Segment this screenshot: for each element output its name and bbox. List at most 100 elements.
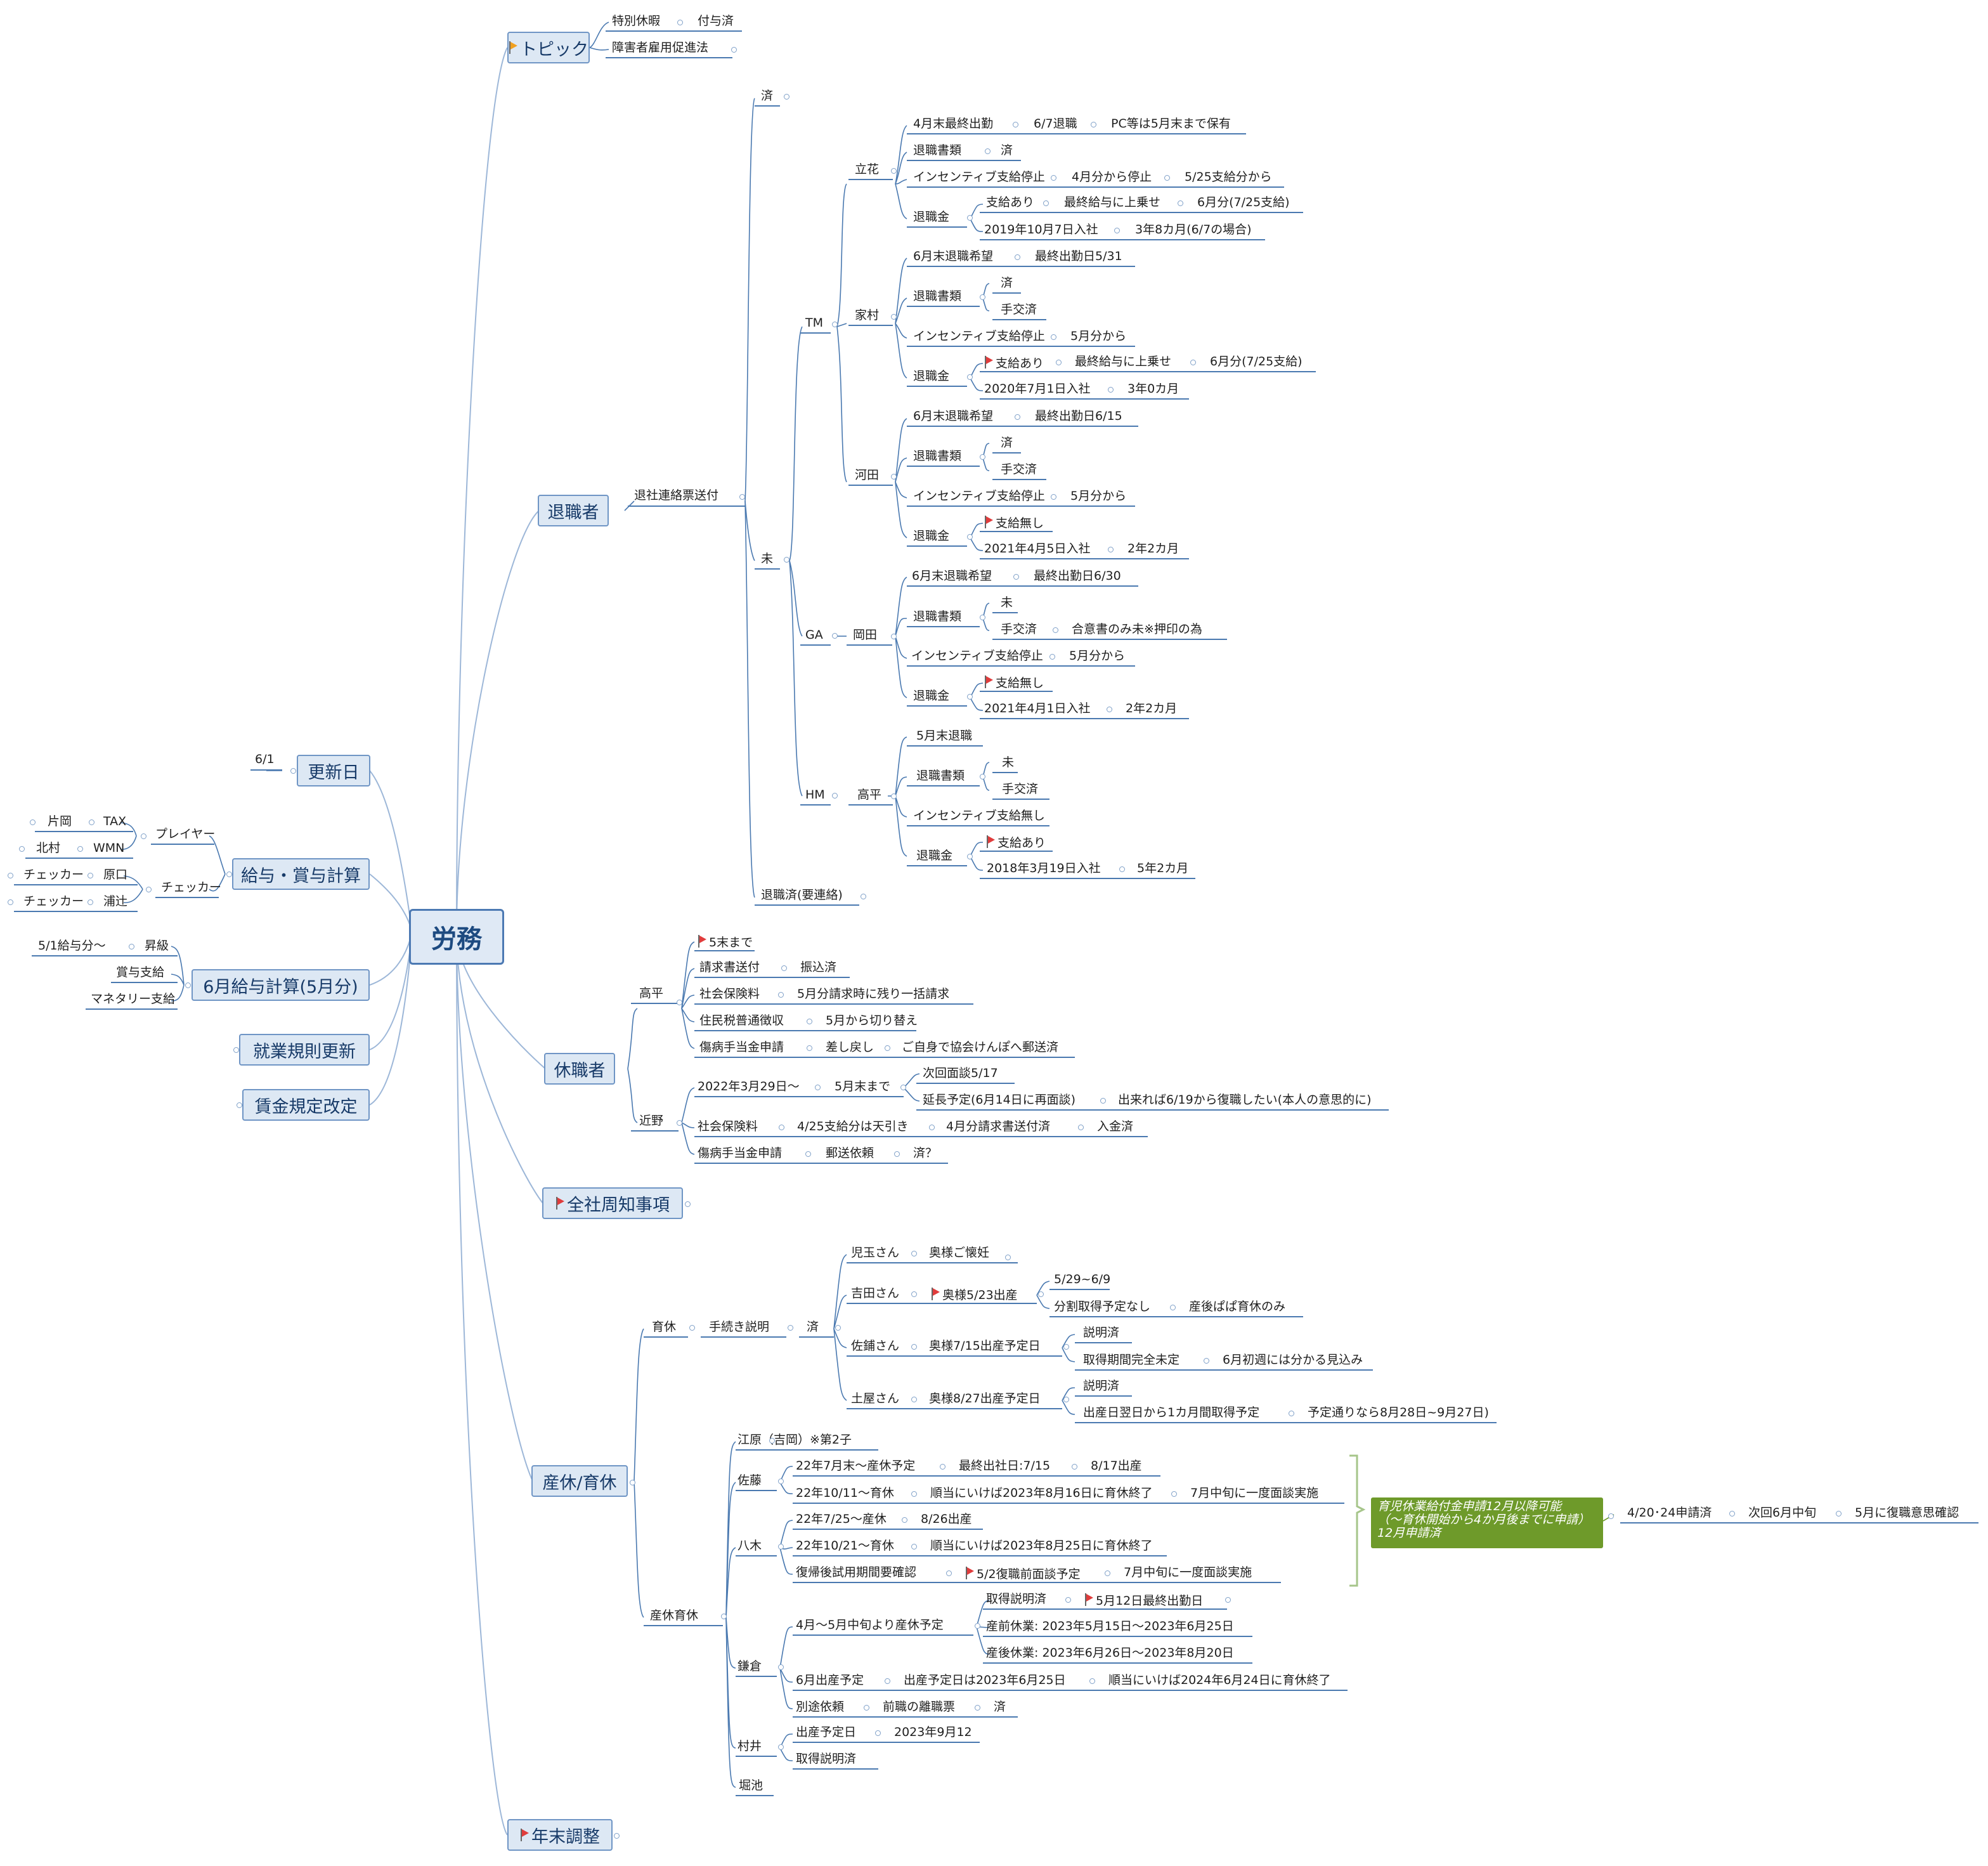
ik-yoshida-birth[interactable]: 奥様5/23出産 xyxy=(931,1288,1018,1302)
june-item-1-raise[interactable]: 昇級 xyxy=(145,939,169,953)
iemura-sev-month[interactable]: 6月分(7/25支給) xyxy=(1210,355,1303,369)
leave-t-until[interactable]: 5末まで xyxy=(698,935,753,949)
leave-k-start[interactable]: 2022年3月29日〜 xyxy=(698,1080,800,1093)
okada-docs-note[interactable]: 合意書のみ未※押印の為 xyxy=(1072,622,1202,636)
tachibana-sev-paid[interactable]: 支給あり xyxy=(986,195,1035,209)
ik-tsuchiya-range[interactable]: 予定通りなら8月28日~9月27日) xyxy=(1308,1406,1489,1419)
ik-sasuke[interactable]: 佐鋪さん xyxy=(851,1339,900,1353)
murai-2[interactable]: 取得説明済 xyxy=(796,1752,857,1766)
kamakura-1-prenatal[interactable]: 産前休業: 2023年5月15日〜2023年6月25日 xyxy=(986,1619,1234,1633)
ik-yoshida[interactable]: 吉田さん xyxy=(851,1286,900,1300)
childcare-done[interactable]: 済 xyxy=(807,1320,819,1334)
murai-1-date[interactable]: 2023年9月12 xyxy=(894,1725,972,1739)
leave-t-insurance[interactable]: 社会保険料 xyxy=(699,987,760,1001)
leave-k-deduct[interactable]: 4/25支給分は天引き xyxy=(797,1119,909,1133)
ik-tsuchiya[interactable]: 土屋さん xyxy=(851,1392,900,1406)
ik-kodama[interactable]: 児玉さん xyxy=(851,1246,900,1260)
june-item-3[interactable]: マネタリー支給 xyxy=(91,992,176,1006)
dept-hm[interactable]: HM xyxy=(805,788,825,802)
iemura-join[interactable]: 2020年7月1日入社 xyxy=(984,382,1091,396)
sato-2-interview[interactable]: 7月中旬に一度面談実施 xyxy=(1190,1486,1319,1500)
checker-uratsuji[interactable]: 浦辻 xyxy=(103,894,128,908)
mat-kamakura[interactable]: 鎌倉 xyxy=(737,1659,762,1673)
ik-sasuke-explained[interactable]: 説明済 xyxy=(1083,1326,1120,1340)
central-topic[interactable]: 労務 xyxy=(409,909,504,965)
yagi-2-end[interactable]: 順当にいけば2023年8月25日に育休終了 xyxy=(930,1539,1153,1553)
kawada-docs-handed[interactable]: 手交済 xyxy=(1001,462,1037,476)
sato-2[interactable]: 22年10/11〜育休 xyxy=(796,1486,894,1500)
topic-rules-update[interactable]: 就業規則更新 xyxy=(239,1034,370,1066)
leave-k-done-q[interactable]: 済？ xyxy=(913,1146,938,1160)
iemura-incentive[interactable]: インセンティブ支給停止 xyxy=(913,329,1045,343)
topic-retirees[interactable]: 退職者 xyxy=(538,495,609,526)
retire-done[interactable]: 済 xyxy=(761,89,774,103)
iemura-incentive-from[interactable]: 5月分から xyxy=(1070,329,1127,343)
checker-2[interactable]: チェッカー xyxy=(23,894,84,908)
topic-special-leave[interactable]: 特別休暇 xyxy=(612,14,661,28)
tachibana-incentive[interactable]: インセンティブ支給停止 xyxy=(913,170,1045,184)
iemura-docs-done[interactable]: 済 xyxy=(1001,276,1013,290)
tachibana-tenure[interactable]: 3年8カ月(6/7の場合) xyxy=(1135,223,1252,237)
okada-wish[interactable]: 6月末退職希望 xyxy=(912,569,992,583)
takahira-tenure[interactable]: 5年2カ月 xyxy=(1137,861,1189,875)
leave-t-returned[interactable]: 差し戻し xyxy=(826,1040,874,1054)
iemura-sev-paid[interactable]: 支給あり xyxy=(984,356,1044,370)
iemura-docs[interactable]: 退職書類 xyxy=(913,289,962,303)
update-date-value[interactable]: 6/1 xyxy=(255,752,275,766)
ik-tsuchiya-due[interactable]: 奥様8/27出産予定日 xyxy=(929,1392,1041,1406)
takahira-retire[interactable]: 5月末退職 xyxy=(916,729,973,743)
topic-company-notice[interactable]: 全社周知事項 xyxy=(542,1187,683,1219)
topic-disability-law[interactable]: 障害者雇用促進法 xyxy=(612,41,709,55)
leave-t-mailed[interactable]: ご自身で協会けんぽへ郵送済 xyxy=(902,1040,1059,1054)
iemura-tenure[interactable]: 3年0カ月 xyxy=(1127,382,1179,396)
checker-1[interactable]: チェッカー xyxy=(23,868,84,882)
person-kawada[interactable]: 河田 xyxy=(855,468,880,482)
iemura-severance[interactable]: 退職金 xyxy=(913,369,950,383)
leave-t-paid[interactable]: 振込済 xyxy=(800,960,837,974)
okada-incentive-from[interactable]: 5月分から xyxy=(1069,649,1126,663)
okada-tenure[interactable]: 2年2カ月 xyxy=(1126,701,1178,715)
topic-special-leave-granted[interactable]: 付与済 xyxy=(698,14,734,28)
kawada-incentive[interactable]: インセンティブ支給停止 xyxy=(913,489,1045,503)
topic-june-payroll[interactable]: 6月給与計算(5月分) xyxy=(192,969,370,1001)
okada-docs[interactable]: 退職書類 xyxy=(913,610,962,623)
ik-tsuchiya-plan[interactable]: 出産日翌日から1カ月間取得予定 xyxy=(1083,1406,1260,1419)
tachibana-retire-date[interactable]: 6/7退職 xyxy=(1034,117,1077,131)
kamakura-2-end[interactable]: 順当にいけば2024年6月24日に育休終了 xyxy=(1108,1673,1331,1687)
kamakura-1[interactable]: 4月～5月中旬より産休予定 xyxy=(796,1618,944,1632)
takahira-severance[interactable]: 退職金 xyxy=(916,849,953,863)
murai-1[interactable]: 出産予定日 xyxy=(796,1725,857,1739)
ik-sasuke-due[interactable]: 奥様7/15出産予定日 xyxy=(929,1339,1041,1353)
tachibana-join[interactable]: 2019年10月7日入社 xyxy=(984,223,1098,237)
kawada-incentive-from[interactable]: 5月分から xyxy=(1070,489,1127,503)
takahira-sev-paid[interactable]: 支給あり xyxy=(986,835,1046,849)
ik-yoshida-split[interactable]: 分割取得予定なし xyxy=(1054,1300,1151,1314)
sato-1-last[interactable]: 最終出社日:7/15 xyxy=(959,1459,1051,1473)
retire-contact[interactable]: 退職済(要連絡) xyxy=(761,888,843,902)
june-item-2[interactable]: 賞与支給 xyxy=(116,965,165,979)
leave-t-invoice[interactable]: 請求書送付 xyxy=(699,960,760,974)
kamakura-1-postnatal[interactable]: 産後休業: 2023年6月26日〜2023年8月20日 xyxy=(986,1646,1234,1660)
yagi-1[interactable]: 22年7/25〜産休 xyxy=(796,1512,887,1526)
person-tachibana[interactable]: 立花 xyxy=(855,162,880,176)
leave-t-resident-tax[interactable]: 住民税普通徴収 xyxy=(699,1014,784,1028)
ik-yoshida-period[interactable]: 5/29~6/9 xyxy=(1054,1272,1111,1286)
takahira-docs[interactable]: 退職書類 xyxy=(916,769,965,783)
person-okada[interactable]: 岡田 xyxy=(853,628,878,642)
yagi-2[interactable]: 22年10/21〜育休 xyxy=(796,1539,894,1553)
tachibana-incentive-stop[interactable]: 4月分から停止 xyxy=(1072,170,1152,184)
kamakura-2-due[interactable]: 出産予定日は2023年6月25日 xyxy=(904,1673,1066,1687)
topic-topics[interactable]: トピック xyxy=(507,32,590,63)
leave-k-mail-request[interactable]: 郵送依頼 xyxy=(826,1146,874,1160)
mat-horiike[interactable]: 堀池 xyxy=(739,1778,763,1792)
okada-last[interactable]: 最終出勤日6/30 xyxy=(1034,569,1121,583)
sato-1-birth[interactable]: 8/17出産 xyxy=(1091,1459,1142,1473)
topic-update-date[interactable]: 更新日 xyxy=(297,755,370,786)
mat-murai[interactable]: 村井 xyxy=(737,1739,762,1753)
tachibana-incentive-from[interactable]: 5/25支給分から xyxy=(1185,170,1272,184)
leave-k-next[interactable]: 次回面談5/17 xyxy=(923,1066,998,1080)
player-kitamura-role[interactable]: WMN xyxy=(93,841,125,855)
june-item-1[interactable]: 5/1給与分〜 xyxy=(38,939,106,953)
callout-applied[interactable]: 4/20･24申請済 xyxy=(1627,1506,1712,1520)
ik-sasuke-expect[interactable]: 6月初週には分かる見込み xyxy=(1223,1353,1363,1367)
